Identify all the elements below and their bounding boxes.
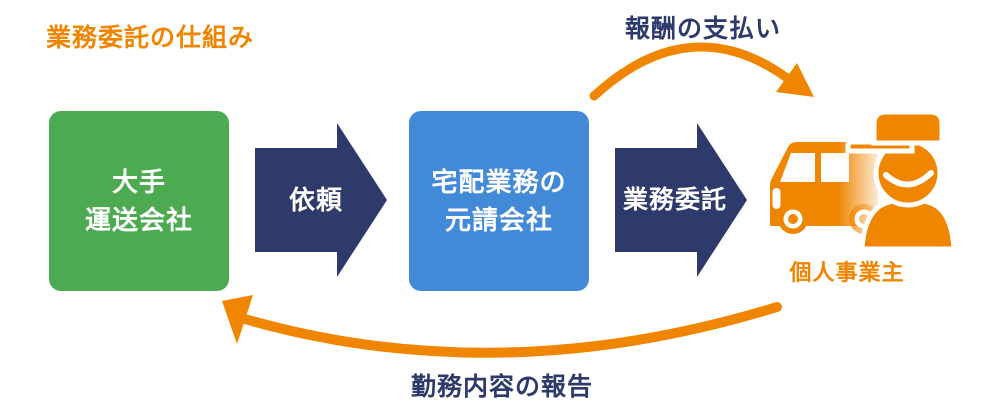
diagram-title: 業務委託の仕組み (46, 24, 255, 52)
shipper-box: 大手 運送会社 (49, 111, 229, 291)
truck-icon (770, 142, 879, 234)
outsourcing-arrow-label: 業務委託 (622, 186, 727, 214)
worker-label: 個人事業主 (789, 260, 905, 285)
request-arrow (255, 123, 387, 277)
contractor-label-line2: 元請会社 (444, 205, 553, 235)
worker-icon (770, 109, 957, 252)
contractor-box: 宅配業務の 元請会社 (409, 111, 589, 291)
shipper-label-line1: 大手 (111, 167, 166, 197)
request-arrow-label: 依頼 (288, 185, 343, 215)
outsourcing-arrow (615, 123, 747, 277)
payment-arc-arrow (589, 42, 814, 101)
shipper-label-line2: 運送会社 (84, 205, 193, 235)
payment-arrow-label: 報酬の支払い (624, 15, 781, 43)
report-arrow-label: 勤務内容の報告 (410, 373, 593, 401)
report-arc-arrow (222, 295, 782, 358)
driver-icon (845, 109, 957, 252)
contractor-label-line1: 宅配業務の (431, 167, 567, 197)
front-wheel-icon (778, 204, 808, 234)
